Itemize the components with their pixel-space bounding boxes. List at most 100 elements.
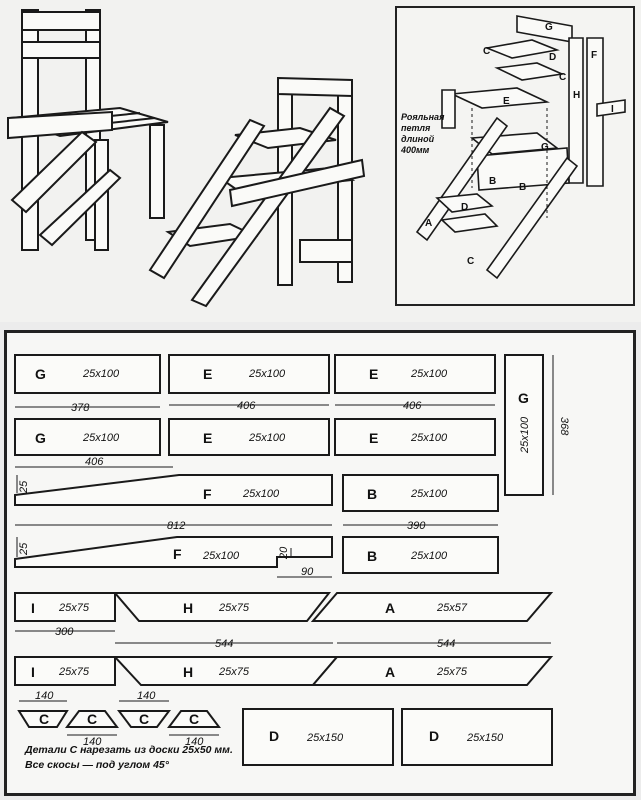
chair-back-rail <box>21 41 101 59</box>
board-size: 25x100 <box>82 368 120 380</box>
part-letter: F <box>591 50 597 61</box>
hinge-label: Рояльная <box>401 112 445 122</box>
board-c <box>65 710 119 728</box>
hinge-label: петля <box>401 123 431 133</box>
board-size: 25x100 <box>248 368 286 380</box>
board-e <box>168 418 330 456</box>
part-letter: C <box>483 46 490 57</box>
dimension-value: 140 <box>83 736 102 748</box>
part-letter: I <box>31 664 35 680</box>
part-letter: F <box>173 546 182 562</box>
board-size: 25x150 <box>306 732 344 744</box>
dimension-value: 20 <box>278 546 290 560</box>
board-a <box>310 656 554 686</box>
part-letter: C <box>559 72 566 83</box>
part-letter: D <box>429 728 439 744</box>
board-size: 25x100 <box>248 432 286 444</box>
board-size: 25x100 <box>410 550 448 562</box>
dimension-value: 368 <box>558 417 570 436</box>
chair-diagonal <box>38 168 122 247</box>
dimension-value: 25 <box>18 542 30 556</box>
part-letter: A <box>425 218 432 229</box>
dimension-value: 300 <box>55 626 74 638</box>
part-letter: I <box>31 600 35 616</box>
part-letter: G <box>518 390 529 406</box>
board-i <box>14 656 116 686</box>
board-size: 25x100 <box>410 488 448 500</box>
board-b <box>342 474 499 512</box>
ladder-lower-rail <box>299 239 353 263</box>
board-size: 25x75 <box>436 666 468 678</box>
dimension-value: 378 <box>71 402 90 414</box>
board-h <box>112 592 332 622</box>
ladder-back-rail <box>277 76 353 98</box>
part-letter: G <box>35 366 46 382</box>
ladder-stringer <box>148 118 266 280</box>
part-letter: B <box>519 182 526 193</box>
part-letter: B <box>367 548 377 564</box>
exploded-drawing: G C D F C H I E G B A B D C Рояльная пет… <box>400 15 626 280</box>
part-letter: F <box>203 486 212 502</box>
chair-back-rail <box>21 11 101 31</box>
part-letter: E <box>369 430 378 446</box>
board-size: 25x75 <box>218 666 250 678</box>
part-letter: C <box>189 711 199 727</box>
board-size: 25x100 <box>202 550 240 562</box>
part-letter: G <box>541 142 549 153</box>
board-size: 25x75 <box>58 666 90 678</box>
part-letter: C <box>87 711 97 727</box>
board-b <box>342 536 499 574</box>
cut-list-panel: G E E G G E E F B F B I H A I H A C C C … <box>4 330 636 796</box>
exploded-view: G C D F C H I E G B A B D C Рояльная пет… <box>395 6 635 306</box>
board-g <box>14 418 161 456</box>
dimension-value: 544 <box>437 638 455 650</box>
chair-front-leg <box>149 124 165 219</box>
ladder-hinge-rail <box>228 158 366 208</box>
chair-side-rail <box>7 110 113 140</box>
board-e <box>334 418 496 456</box>
cut-list-drawing: G E E G G E E F B F B I H A I H A C C C … <box>14 354 570 766</box>
board-f <box>14 474 333 506</box>
board-f <box>14 536 333 568</box>
board-c <box>167 710 221 728</box>
part-letter: H <box>183 600 193 616</box>
ladder-stringer <box>190 106 346 308</box>
board-a <box>310 592 554 622</box>
board-size: 25x100 <box>82 432 120 444</box>
board-size: 25x100 <box>519 416 531 454</box>
part-letter: G <box>545 22 553 33</box>
dimension-value: 544 <box>215 638 233 650</box>
part-letter: D <box>461 202 468 213</box>
dimension-value: 406 <box>85 456 104 468</box>
hinge-label: длиной <box>401 134 435 144</box>
board-size: 25x100 <box>242 488 280 500</box>
dimension-value: 812 <box>167 520 185 532</box>
part-letter: D <box>549 52 556 63</box>
chair-diagonal <box>10 130 98 214</box>
part-letter: E <box>203 430 212 446</box>
part-letter: E <box>503 96 510 107</box>
board-i <box>14 592 116 622</box>
board-size: 25x75 <box>218 602 250 614</box>
board-size: 25x100 <box>410 432 448 444</box>
part-letter: G <box>35 430 46 446</box>
chair-sketches <box>7 9 366 308</box>
part-letter: H <box>573 90 580 101</box>
board-size: 25x150 <box>466 732 504 744</box>
dimension-value: 390 <box>407 520 426 532</box>
part-letter: E <box>369 366 378 382</box>
part-letter: D <box>269 728 279 744</box>
board-e <box>334 354 496 394</box>
cutting-note: Детали C нарезать из доски 25x50 мм. <box>25 744 233 756</box>
board-g <box>14 354 161 394</box>
part-letter: E <box>203 366 212 382</box>
dimension-value: 140 <box>185 736 204 748</box>
board-g-vertical <box>504 354 544 496</box>
sketch-panel: G C D F C H I E G B A B D C Рояльная пет… <box>0 0 641 322</box>
part-letter: C <box>467 256 474 267</box>
dimension-value: 406 <box>237 400 256 412</box>
board-d <box>242 708 394 766</box>
board-c <box>17 710 69 728</box>
board-d <box>401 708 553 766</box>
hinge-label: 400мм <box>400 145 430 155</box>
